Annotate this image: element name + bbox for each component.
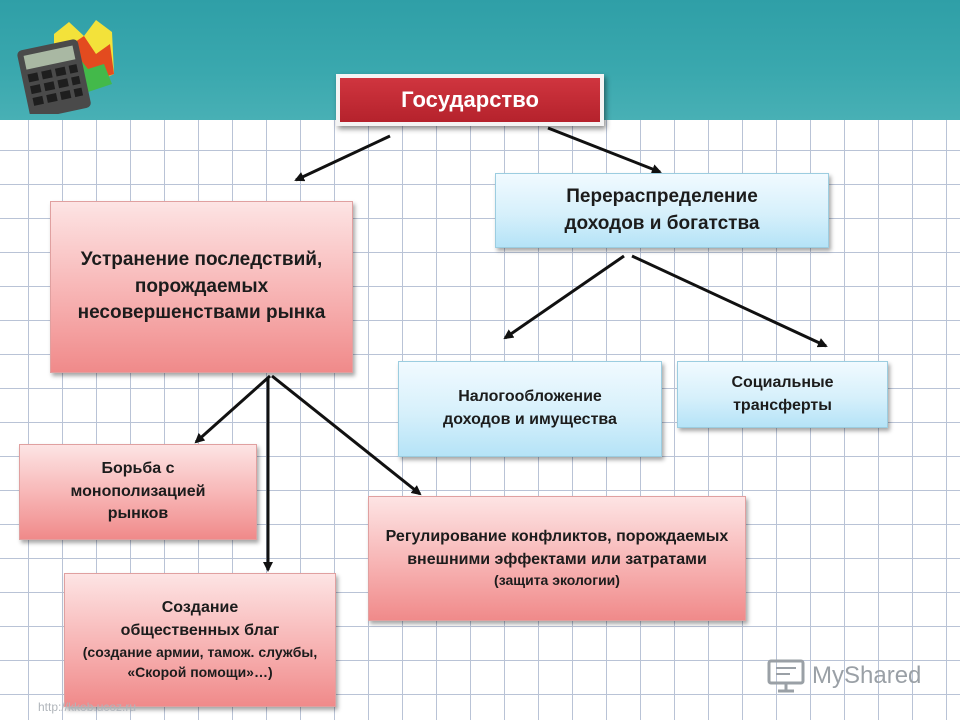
- arrow-to-right-branch: [547, 126, 662, 174]
- node-public-goods-note: (создание армии, тамож. службы, «Скорой …: [82, 643, 318, 680]
- node-monopoly-text: Борьба с монополизацией рынков: [70, 459, 206, 523]
- node-conflicts-text: Регулирование конфликтов, порождаемых вн…: [385, 527, 729, 568]
- node-redistribution-text: Перераспределение доходов и богатства: [564, 185, 760, 234]
- arrow-to-taxation: [503, 254, 625, 340]
- node-conflicts: Регулирование конфликтов, порождаемых вн…: [368, 496, 746, 621]
- arrow-to-monopoly: [194, 374, 271, 444]
- node-taxation: Налогообложение доходов и имущества: [398, 361, 662, 457]
- watermark: MyShared: [766, 656, 921, 696]
- node-redistribution: Перераспределение доходов и богатства: [495, 173, 829, 248]
- node-market-failures-text: Устранение последствий, порождаемых несо…: [77, 248, 326, 324]
- node-taxation-text: Налогообложение доходов и имущества: [443, 388, 617, 428]
- calculator-chart-icon: [17, 20, 114, 114]
- node-monopoly: Борьба с монополизацией рынков: [19, 444, 257, 540]
- arrow-to-transfers: [631, 254, 828, 348]
- watermark-text: MyShared: [812, 662, 922, 689]
- node-transfers: Социальные трансферты: [677, 361, 888, 428]
- source-url: http://kkob.ucoz.ru: [38, 700, 137, 714]
- node-conflicts-note: (защита экологии): [494, 572, 620, 589]
- diagram-title: Государство: [336, 74, 604, 126]
- node-public-goods-text: Создание общественных благ: [120, 599, 280, 640]
- node-market-failures: Устранение последствий, порождаемых несо…: [50, 201, 353, 373]
- diagram-title-text: Государство: [401, 87, 539, 113]
- node-public-goods: Создание общественных благ (создание арм…: [64, 573, 336, 707]
- presentation-icon: [767, 659, 805, 693]
- arrow-to-conflicts: [271, 374, 422, 496]
- node-transfers-text: Социальные трансферты: [731, 373, 834, 414]
- arrow-to-left-branch: [294, 134, 391, 182]
